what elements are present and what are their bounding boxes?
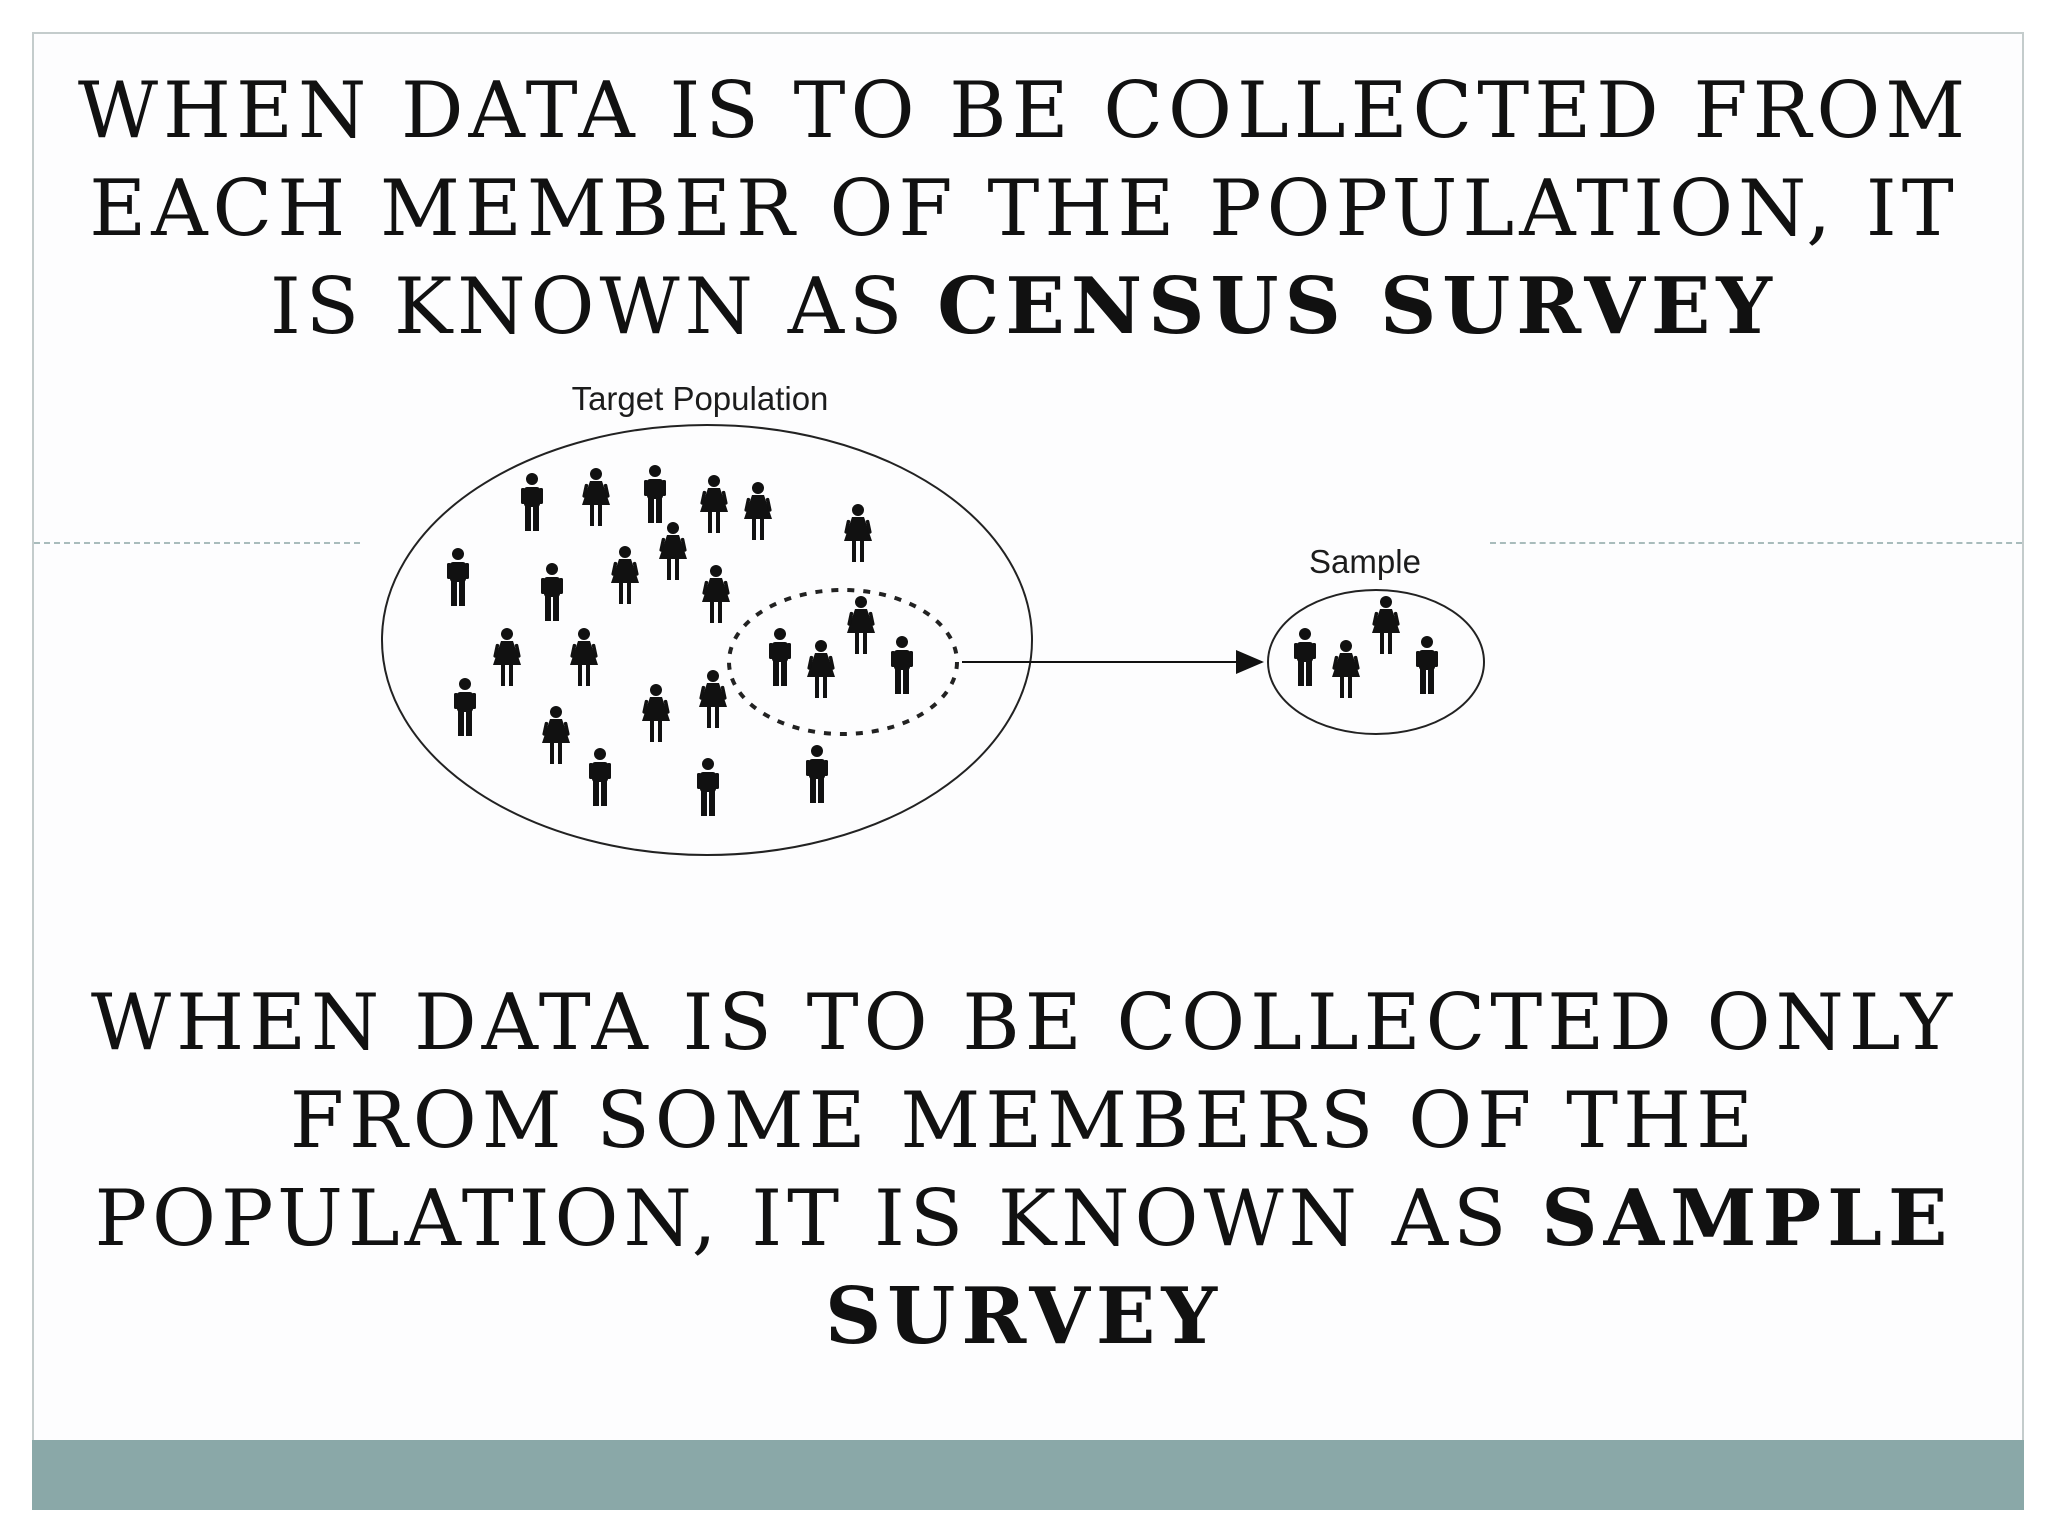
person-icon bbox=[1294, 628, 1316, 686]
person-icon bbox=[659, 522, 687, 580]
person-icon bbox=[700, 475, 728, 533]
person-icon bbox=[1372, 596, 1400, 654]
person-icon bbox=[847, 596, 875, 654]
divider-left bbox=[34, 542, 360, 544]
footer-band bbox=[32, 1440, 2024, 1510]
person-icon bbox=[570, 628, 598, 686]
sample-label: Sample bbox=[1309, 543, 1421, 580]
person-icon bbox=[844, 504, 872, 562]
population-label: Target Population bbox=[572, 380, 829, 417]
person-icon bbox=[697, 758, 719, 816]
person-icon bbox=[642, 684, 670, 742]
sample-figures bbox=[1294, 596, 1438, 698]
person-icon bbox=[611, 546, 639, 604]
person-icon bbox=[521, 473, 543, 531]
sample-term: SAMPLE SURVEY bbox=[824, 1173, 1954, 1362]
person-icon bbox=[447, 548, 469, 606]
person-icon bbox=[1332, 640, 1360, 698]
slide-frame bbox=[32, 32, 2024, 1510]
population-ellipse bbox=[381, 424, 1033, 856]
person-icon bbox=[702, 565, 730, 623]
person-icon bbox=[493, 628, 521, 686]
divider-right bbox=[1490, 542, 2022, 544]
census-definition: WHEN DATA IS TO BE COLLECTED FROM EACH M… bbox=[60, 62, 1988, 356]
person-icon bbox=[807, 640, 835, 698]
person-icon bbox=[699, 670, 727, 728]
population-figures bbox=[447, 465, 872, 816]
person-icon bbox=[1416, 636, 1438, 694]
person-icon bbox=[769, 628, 791, 686]
person-icon bbox=[806, 745, 828, 803]
person-icon bbox=[454, 678, 476, 736]
person-icon bbox=[744, 482, 772, 540]
subset-figures bbox=[769, 596, 913, 698]
census-text: WHEN DATA IS TO BE COLLECTED FROM EACH M… bbox=[77, 66, 1971, 352]
person-icon bbox=[891, 636, 913, 694]
person-icon bbox=[541, 563, 563, 621]
sample-text: WHEN DATA IS TO BE COLLECTED ONLY FROM S… bbox=[90, 978, 1958, 1264]
person-icon bbox=[542, 706, 570, 764]
sample-definition: WHEN DATA IS TO BE COLLECTED ONLY FROM S… bbox=[60, 974, 1988, 1366]
census-term: CENSUS SURVEY bbox=[937, 261, 1778, 352]
person-icon bbox=[644, 465, 666, 523]
person-icon bbox=[589, 748, 611, 806]
sample-ellipse bbox=[1267, 589, 1485, 735]
subset-dashed-ellipse bbox=[727, 588, 959, 736]
person-icon bbox=[582, 468, 610, 526]
